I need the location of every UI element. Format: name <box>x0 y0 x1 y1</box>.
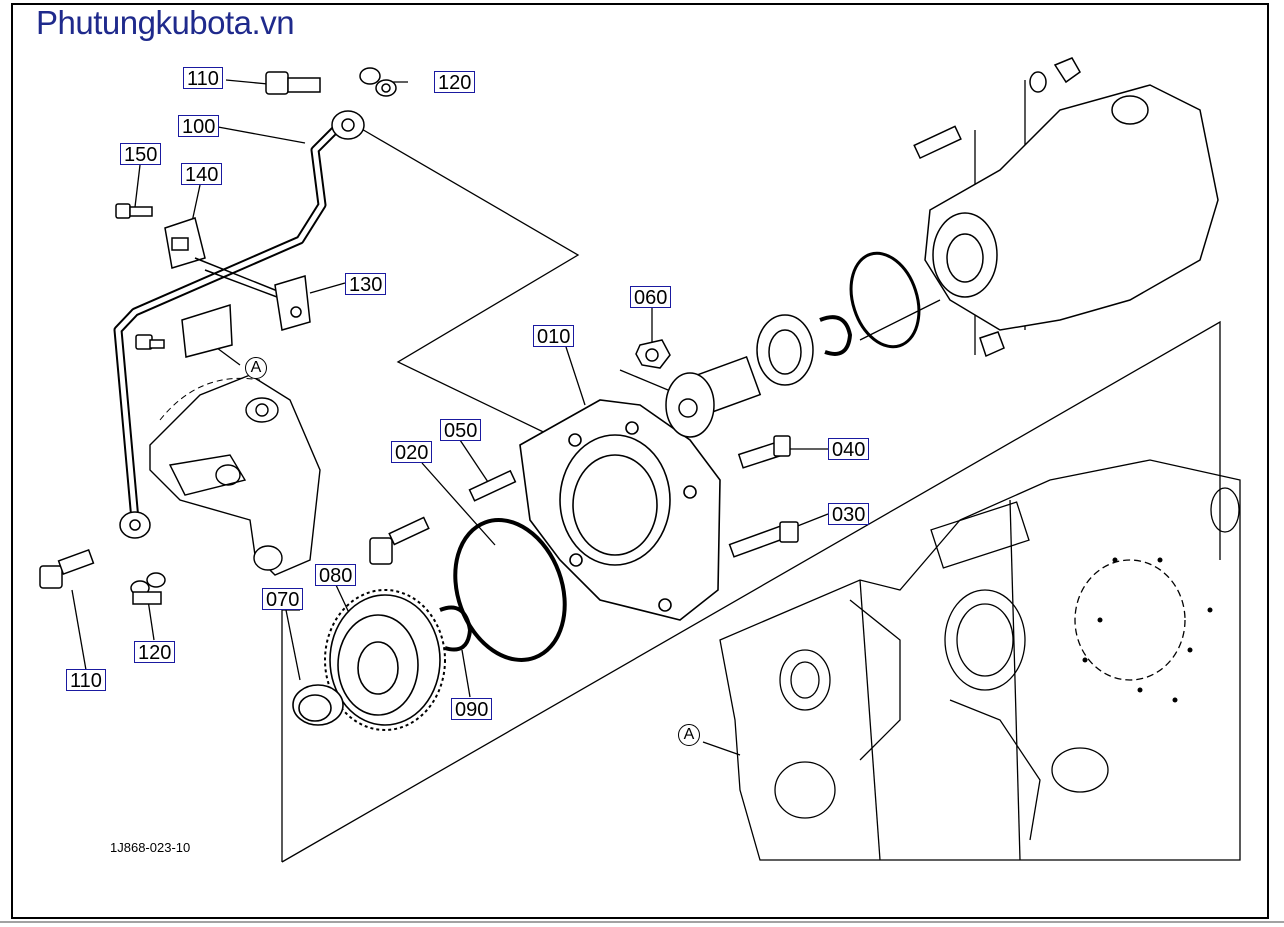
callout-050[interactable]: 050 <box>440 419 482 442</box>
callout-040[interactable]: 040 <box>828 438 870 461</box>
callout-080[interactable]: 080 <box>315 564 357 587</box>
reference-marker-a-left: A <box>245 357 267 379</box>
callout-110-top[interactable]: 110 <box>183 67 223 90</box>
callout-120-bottom[interactable]: 120 <box>134 641 176 664</box>
reference-marker-a-right: A <box>678 724 700 746</box>
callout-150[interactable]: 150 <box>120 143 162 166</box>
callout-070[interactable]: 070 <box>262 588 304 611</box>
callout-090[interactable]: 090 <box>451 698 493 721</box>
callout-120-top[interactable]: 120 <box>434 71 476 94</box>
callout-140[interactable]: 140 <box>181 163 223 186</box>
drawing-code: 1J868-023-10 <box>110 840 191 855</box>
callout-060[interactable]: 060 <box>630 286 672 309</box>
watermark: Phutungkubota.vn <box>36 4 295 41</box>
callout-110-bottom[interactable]: 110 <box>66 669 106 692</box>
callout-030[interactable]: 030 <box>828 503 870 526</box>
callout-010[interactable]: 010 <box>533 325 575 348</box>
callout-100[interactable]: 100 <box>178 115 220 138</box>
callout-130[interactable]: 130 <box>345 273 387 296</box>
callout-020[interactable]: 020 <box>391 441 433 464</box>
